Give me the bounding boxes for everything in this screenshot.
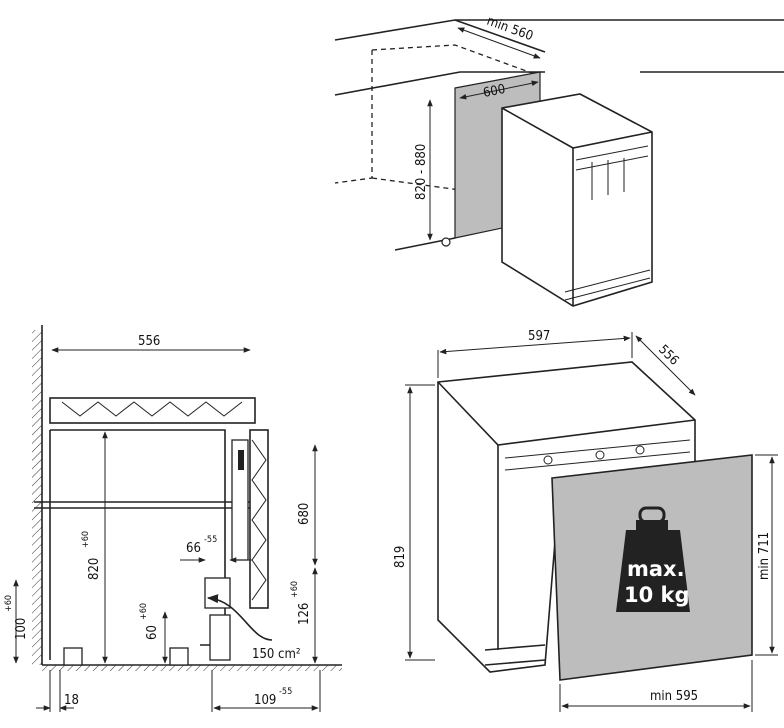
dim-109: 109 <box>254 693 276 708</box>
dim-680: 680 <box>297 503 312 525</box>
dim-820: 820 <box>87 558 102 580</box>
weight-max-label: max. <box>627 557 685 581</box>
side-section-view: 556 820 +60 680 126 +60 100 +60 60 +60 6… <box>4 325 342 712</box>
dim-min-595: min 595 <box>650 689 698 704</box>
dim-126: 126 <box>297 603 312 625</box>
dim-60: 60 <box>145 625 160 640</box>
niche-view: min 560 600 820 - 880 <box>334 14 784 307</box>
weight-value-label: 10 kg <box>624 583 690 607</box>
dim-600: 600 <box>482 82 507 101</box>
dim-556-front: 556 <box>655 342 681 368</box>
dim-819: 819 <box>393 546 408 568</box>
dim-109-tolerance: -55 <box>279 687 292 697</box>
dim-597: 597 <box>528 329 550 344</box>
vent-area-label: 150 cm² <box>252 647 301 662</box>
dim-556-side: 556 <box>138 334 160 349</box>
dim-66: 66 <box>186 541 201 556</box>
dim-820-880: 820 - 880 <box>414 144 429 200</box>
dim-126-tolerance: +60 <box>290 581 300 598</box>
dim-66-tolerance: -55 <box>204 535 217 545</box>
dim-60-tolerance: +60 <box>139 603 149 620</box>
dim-min-711: min 711 <box>757 532 772 580</box>
dim-100: 100 <box>14 618 29 640</box>
dim-100-tolerance: +60 <box>4 595 14 612</box>
front-view: max. 10 kg 597 556 819 min 711 min 595 <box>393 329 778 712</box>
dim-820-tolerance: +60 <box>81 531 91 548</box>
dim-18: 18 <box>64 693 79 708</box>
